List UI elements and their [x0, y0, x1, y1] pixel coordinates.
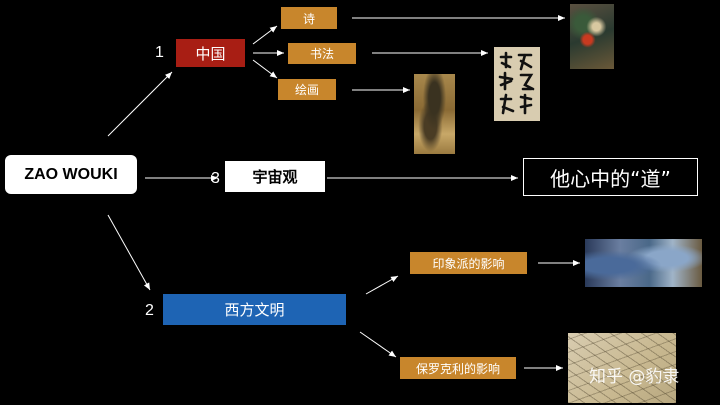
klee-label: 保罗克利的影响: [415, 361, 500, 376]
arrow-china-to-poetry: [252, 25, 278, 45]
cosmos-label: 宇宙观: [252, 168, 298, 186]
klee-thumb: [568, 333, 676, 403]
cosmos-node: 宇宙观: [225, 161, 325, 192]
calligraphy-label: 书法: [309, 47, 334, 61]
painting-abstract-thumb: [570, 4, 614, 69]
poetry-label: 诗: [302, 11, 315, 26]
poetry-node: 诗: [281, 7, 337, 29]
calligraphy-thumb: [494, 47, 540, 121]
west-number: 2: [145, 302, 154, 319]
west-node: 西方文明: [163, 294, 346, 325]
arrow-root-to-china: [107, 71, 173, 137]
west-label: 西方文明: [224, 301, 285, 319]
painting-node: 绘画: [278, 79, 336, 100]
china-label: 中国: [195, 44, 226, 63]
painting-label: 绘画: [294, 83, 319, 97]
impressionist-thumb: [585, 239, 702, 287]
landscape-painting-thumb: [414, 74, 455, 154]
dao-result-label: 他心中的“道”: [550, 166, 671, 191]
calligraphy-node: 书法: [288, 43, 356, 64]
arrow-west-to-klee: [359, 331, 397, 358]
root-label: ZAO WOUKI: [24, 165, 118, 183]
root-node: ZAO WOUKI: [5, 155, 137, 194]
klee-node: 保罗克利的影响: [400, 357, 516, 379]
dao-result-box: 他心中的“道”: [523, 158, 698, 196]
impressionist-label: 印象派的影响: [432, 256, 505, 271]
china-number: 1: [155, 44, 164, 61]
arrow-west-to-impressionist: [365, 275, 399, 295]
china-node: 中国: [176, 39, 245, 67]
impressionist-node: 印象派的影响: [410, 252, 527, 274]
arrow-root-to-west: [107, 214, 151, 291]
cosmos-number: 3: [211, 170, 220, 187]
arrow-china-to-painting: [252, 59, 278, 79]
watermark: 知乎 @豹隶: [589, 367, 680, 387]
